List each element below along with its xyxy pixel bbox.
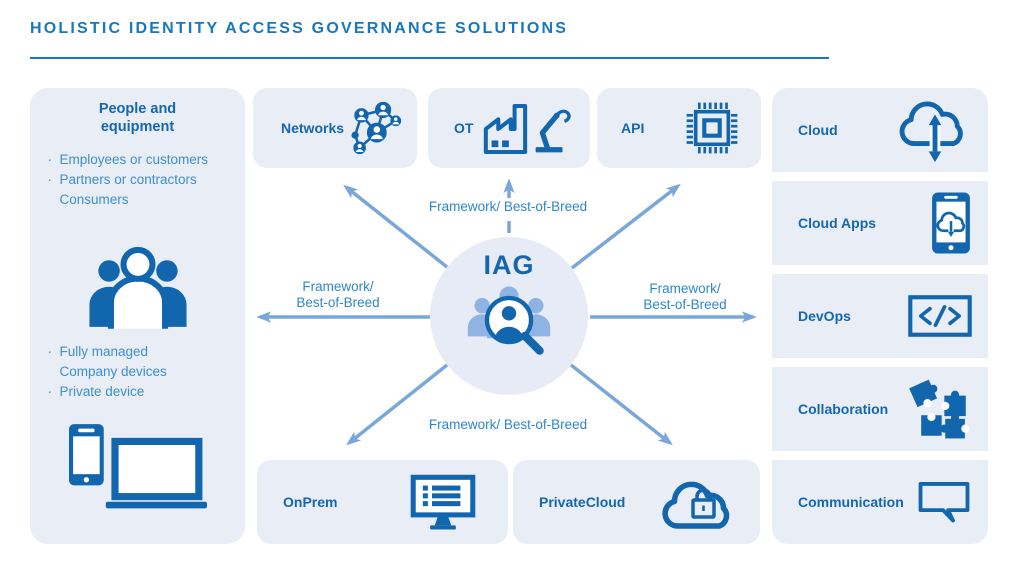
list-item: ·Private device	[47, 384, 145, 399]
node-label: Cloud Apps	[798, 215, 877, 231]
identity-bullet-list: ·Employees or customers ·Partners or con…	[47, 150, 229, 210]
node-networks: Networks	[253, 88, 417, 168]
title-underline	[30, 57, 829, 59]
node-label: API	[621, 120, 645, 136]
mobile-cloud-icon	[930, 191, 972, 255]
label-framework-right: Framework/ Best-of-Breed	[643, 281, 727, 312]
node-label: Networks	[281, 120, 345, 136]
node-api: API	[597, 88, 761, 168]
node-onprem: OnPrem	[257, 460, 508, 544]
node-label: PrivateCloud	[539, 494, 626, 510]
node-ot: OT	[428, 88, 590, 168]
list-item: ·Partners or contractors	[47, 172, 197, 187]
panel-heading: People and equipment	[98, 101, 177, 135]
cloud-sync-arrows-icon	[898, 95, 972, 165]
label-framework-left: Framework/ Best-of-Breed	[296, 279, 380, 310]
code-window-icon	[908, 294, 972, 338]
page-title: HOLISTIC IDENTITY ACCESS GOVERNANCE SOLU…	[30, 20, 569, 37]
list-item: ·Fully managed	[47, 344, 149, 359]
label-framework-top: Framework/ Best-of-Breed	[428, 199, 588, 214]
node-cloud-apps: Cloud Apps	[772, 181, 988, 265]
node-communication: Communication	[772, 460, 988, 544]
monitor-list-icon	[410, 474, 476, 531]
node-private-cloud: PrivateCloud	[513, 460, 760, 544]
list-item: Consumers	[59, 192, 129, 207]
node-label: Collaboration	[798, 401, 889, 417]
iag-label: IAG	[483, 250, 535, 280]
iag-circle: IAG	[430, 237, 588, 395]
speech-bubble-icon	[916, 479, 972, 525]
people-equipment-panel: People and equipment ·Employees or custo…	[30, 88, 245, 544]
cpu-chip-icon	[683, 99, 741, 157]
node-label: Communication	[798, 494, 904, 510]
label-framework-bottom: Framework/ Best-of-Breed	[428, 417, 588, 432]
list-item: ·Employees or customers	[47, 152, 209, 167]
devices-bullet-list: ·Fully managed Company devices ·Private …	[47, 342, 229, 402]
people-group-icon	[82, 236, 194, 332]
node-label: Cloud	[798, 122, 838, 138]
node-label: OT	[454, 120, 474, 136]
node-label: DevOps	[798, 308, 851, 324]
cloud-lock-icon	[660, 471, 748, 533]
node-collaboration: Collaboration	[772, 367, 988, 451]
list-item: Company devices	[59, 364, 167, 379]
phone-laptop-icon	[68, 424, 207, 510]
node-label: OnPrem	[283, 494, 338, 510]
network-users-icon	[347, 100, 403, 156]
puzzle-pieces-icon	[906, 377, 972, 441]
node-devops: DevOps	[772, 274, 988, 358]
factory-robot-arm-icon	[482, 98, 574, 158]
people-search-icon	[463, 281, 555, 361]
node-cloud: Cloud	[772, 88, 988, 172]
